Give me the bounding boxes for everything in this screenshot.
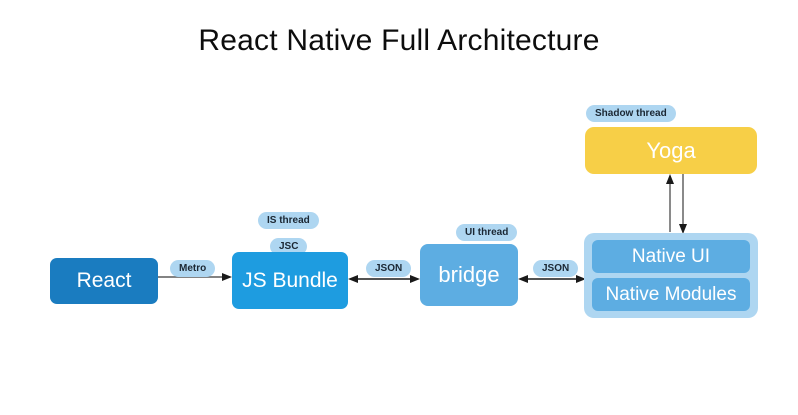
arrow-js-bundle-to-bridge <box>348 274 420 284</box>
node-native-modules[interactable]: Native Modules <box>592 278 750 311</box>
arrow-bridge-to-native <box>518 274 586 284</box>
node-native-ui[interactable]: Native UI <box>592 240 750 273</box>
node-react-label: React <box>76 269 132 292</box>
label-is-thread: IS thread <box>258 212 319 229</box>
node-js-bundle[interactable]: JS Bundle <box>232 252 348 309</box>
node-native-modules-label: Native Modules <box>605 283 737 305</box>
node-bridge[interactable]: bridge <box>420 244 518 306</box>
arrow-native-to-yoga <box>665 174 675 234</box>
page-title: React Native Full Architecture <box>198 24 600 57</box>
node-native-container[interactable]: Native UI Native Modules <box>584 233 758 318</box>
node-js-bundle-label: JS Bundle <box>242 268 338 292</box>
label-metro-text: Metro <box>179 263 207 274</box>
arrow-react-to-js-bundle <box>158 272 234 282</box>
label-json-left: JSON <box>366 260 412 277</box>
label-metro: Metro <box>170 260 216 277</box>
node-yoga[interactable]: Yoga <box>585 127 757 174</box>
node-bridge-label: bridge <box>438 262 500 287</box>
label-json-right-text: JSON <box>542 263 570 274</box>
label-json-right: JSON <box>533 260 579 277</box>
node-native-ui-label: Native UI <box>631 245 711 267</box>
label-ui-thread-text: UI thread <box>465 227 509 238</box>
label-shadow-thread: Shadow thread <box>586 105 676 122</box>
label-is-thread-text: IS thread <box>267 215 310 226</box>
label-jsc-text: JSC <box>279 241 299 252</box>
label-ui-thread: UI thread <box>456 224 518 241</box>
label-shadow-thread-text: Shadow thread <box>595 108 667 119</box>
label-json-left-text: JSON <box>375 263 403 274</box>
arrow-yoga-to-native <box>678 174 688 234</box>
node-yoga-label: Yoga <box>646 137 696 163</box>
label-jsc: JSC <box>270 238 308 255</box>
node-react[interactable]: React <box>50 258 158 304</box>
